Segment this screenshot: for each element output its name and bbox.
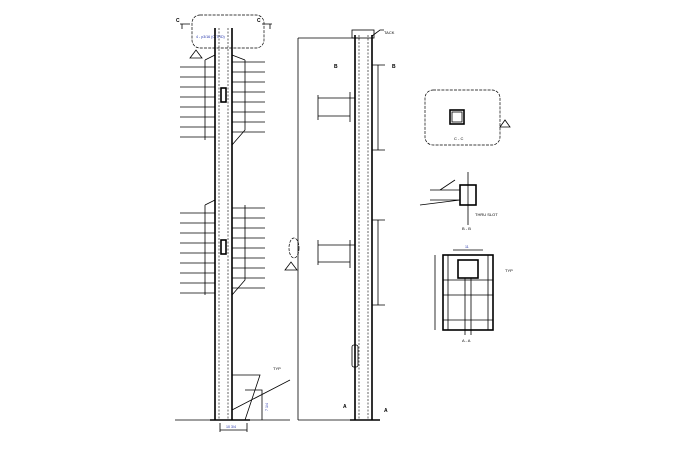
section-mark-b-left: B xyxy=(334,64,338,70)
section-mark-a-right: A xyxy=(384,408,388,414)
height-dim: 7 1/4 xyxy=(265,403,269,411)
base-width-dim: 10 3/4 xyxy=(226,425,236,429)
revision-triangle-mid xyxy=(284,261,298,271)
tack-note: TACK xyxy=(384,30,395,35)
gusset xyxy=(231,374,291,421)
section-c-c: C - C xyxy=(424,89,511,146)
section-title-bb: B - B xyxy=(462,226,471,231)
revision-triangle xyxy=(189,49,203,59)
middle-elevation: TACK A A B B xyxy=(284,29,396,421)
plate-width-dim: 11 xyxy=(465,245,469,249)
section-mark-c-right: C xyxy=(257,18,261,24)
section-a-a: 11 TYP A - A xyxy=(434,245,513,343)
thru-slot-note: THRU SLOT xyxy=(475,212,498,217)
detail-cloud-top xyxy=(191,14,265,49)
section-mark-b-right: B xyxy=(392,64,396,70)
section-title-aa: A - A xyxy=(462,338,471,343)
thru-slot-lower xyxy=(372,219,385,306)
section-title-cc: C - C xyxy=(454,136,463,141)
typ-note-aa: TYP xyxy=(505,268,513,273)
slot-callout xyxy=(351,344,359,368)
thru-slot-upper xyxy=(372,64,385,151)
left-elevation: C C 4 - p3/16 (C-TRD) TYP 10 3/4 7 1/4 xyxy=(175,14,291,432)
section-mark-a-left: A xyxy=(343,404,347,410)
section-mark-c-left: C xyxy=(176,18,180,24)
section-b-b: THRU SLOT B - B xyxy=(419,172,498,231)
typ-note-left: TYP xyxy=(273,366,281,371)
strap-note: 4 - p3/16 (C-TRD) xyxy=(196,35,225,39)
